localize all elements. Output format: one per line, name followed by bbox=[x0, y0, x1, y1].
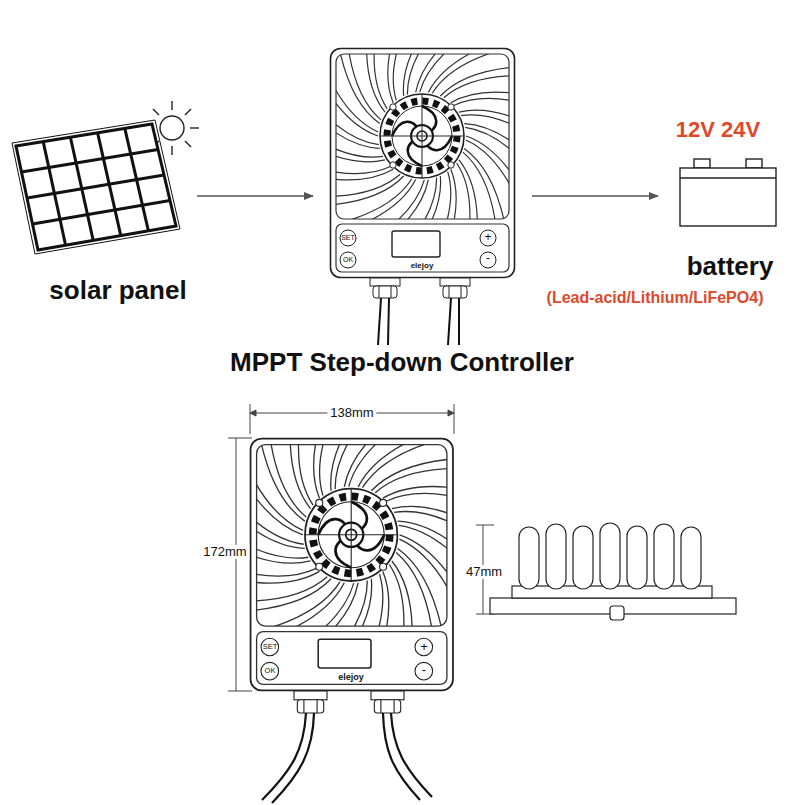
cables bbox=[378, 298, 459, 345]
device-node: solar panel bbox=[10, 100, 195, 310]
button-label: SET bbox=[341, 234, 355, 242]
controller-drawing bbox=[214, 398, 489, 713]
button-label: + bbox=[420, 640, 428, 654]
part-label: battery bbox=[687, 252, 774, 281]
battery-drawing bbox=[680, 159, 776, 226]
button-label: - bbox=[486, 252, 490, 265]
device-node: 12V 24Vbattery(Lead-acid/Lithium/LiFePO4… bbox=[660, 110, 790, 310]
dimension-label: 47mm bbox=[463, 565, 505, 579]
cables bbox=[262, 713, 432, 803]
button-label: + bbox=[484, 231, 491, 244]
controller-drawing bbox=[297, 11, 547, 298]
button-label: OK bbox=[343, 256, 353, 264]
solar-panel bbox=[12, 120, 180, 254]
dimension-label: 172mm bbox=[200, 545, 249, 559]
dimension-label: 138mm bbox=[327, 406, 376, 420]
diagram-title: MPPT Step-down Controller bbox=[230, 348, 574, 377]
part-label: solar panel bbox=[49, 276, 186, 305]
type-note: (Lead-acid/Lithium/LiFePO4) bbox=[547, 289, 764, 307]
voltage-label: 12V 24V bbox=[676, 118, 760, 142]
flow-arrow bbox=[197, 195, 313, 197]
button-label: - bbox=[422, 663, 426, 677]
side-view bbox=[490, 523, 736, 620]
brand-label: elejoy bbox=[338, 673, 364, 683]
dimension-lines bbox=[228, 404, 494, 691]
button-label: SET bbox=[263, 643, 278, 651]
brand-label: elejoy bbox=[411, 262, 434, 271]
flow-arrow bbox=[532, 195, 658, 197]
button-label: OK bbox=[265, 667, 276, 675]
device-node: SET OK + - elejoy bbox=[315, 40, 530, 345]
